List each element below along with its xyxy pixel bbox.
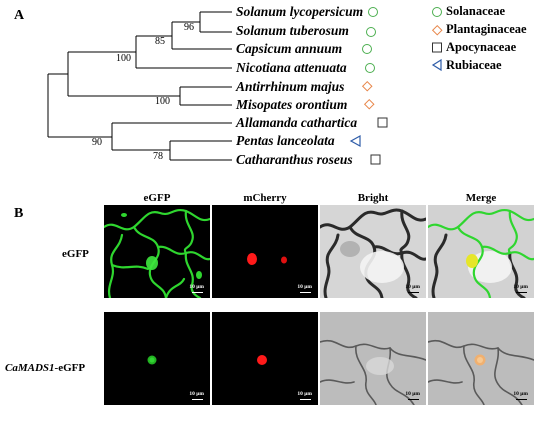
- scale-bar-label: 10 μm: [189, 284, 204, 290]
- taxon-label: Solanum tuberosum: [236, 23, 349, 38]
- plantaginaceae-diamond-icon: [361, 80, 373, 92]
- plantaginaceae-diamond-icon: [363, 98, 375, 110]
- bootstrap-value: 100: [116, 53, 131, 64]
- scale-bar: [192, 292, 203, 293]
- image-merge-camads1: 10 μm: [428, 312, 534, 405]
- panel-b-label: B: [14, 206, 24, 221]
- scale-bar: [192, 399, 203, 400]
- taxon-label: Misopates orontium: [236, 97, 348, 112]
- legend-label: Apocynaceae: [446, 40, 517, 54]
- solanaceae-circle-icon: [366, 27, 376, 37]
- image-bright-control: 10 μm: [320, 205, 426, 298]
- row-label-egfp: eGFP: [62, 248, 89, 260]
- column-header-egfp: eGFP: [143, 192, 171, 204]
- legend-label: Plantaginaceae: [446, 22, 527, 36]
- legend-label: Solanaceae: [446, 4, 506, 18]
- column-header-mcherry: mCherry: [243, 192, 287, 204]
- image-merge-control: 10 μm: [428, 205, 534, 298]
- taxon-label: Capsicum annuum: [236, 41, 343, 56]
- row-label-camads1-egfp: CaMADS1-eGFP: [5, 362, 86, 374]
- image-mcherry-control: 10 μm: [212, 205, 318, 298]
- solanaceae-circle-icon: [365, 63, 375, 73]
- scale-bar: [300, 292, 311, 293]
- scale-bar-label: 10 μm: [189, 391, 204, 397]
- taxon-label: Allamanda cathartica: [236, 115, 358, 130]
- image-mcherry-camads1: 10 μm: [212, 312, 318, 405]
- taxon-label: Nicotiana attenuata: [236, 60, 347, 75]
- scale-bar-label: 10 μm: [513, 391, 528, 397]
- legend-diamond-icon: [431, 24, 443, 36]
- tree-branches: [47, 11, 232, 161]
- apocynaceae-square-icon: [377, 117, 388, 128]
- image-egfp-camads1: 10 μm: [104, 312, 210, 405]
- bootstrap-value: 96: [184, 22, 194, 33]
- scale-bar: [516, 399, 527, 400]
- legend-label: Rubiaceae: [446, 58, 502, 72]
- scale-bar-label: 10 μm: [405, 284, 420, 290]
- family-legend: Solanaceae Plantaginaceae Apocynaceae Ru…: [430, 4, 550, 76]
- scale-bar: [408, 399, 419, 400]
- scale-bar-label: 10 μm: [405, 391, 420, 397]
- scale-bar-label: 10 μm: [513, 284, 528, 290]
- image-bright-camads1: 10 μm: [320, 312, 426, 405]
- scale-bar-label: 10 μm: [297, 391, 312, 397]
- legend-circle-icon: [432, 7, 442, 17]
- gene-name: CaMADS1: [5, 362, 55, 374]
- taxon-label: Solanum lycopersicum: [236, 4, 364, 19]
- panel-a-label: A: [14, 8, 25, 23]
- scale-bar-label: 10 μm: [297, 284, 312, 290]
- scale-bar: [408, 292, 419, 293]
- legend-triangle-icon: [431, 58, 442, 72]
- bootstrap-value: 78: [153, 151, 163, 162]
- apocynaceae-square-icon: [370, 154, 381, 165]
- column-header-merge: Merge: [465, 192, 497, 204]
- rubiaceae-triangle-icon: [349, 134, 361, 148]
- taxon-label: Catharanthus roseus: [236, 152, 353, 167]
- scale-bar: [300, 399, 311, 400]
- taxon-markers: [349, 7, 388, 165]
- column-header-bright: Bright: [357, 192, 389, 204]
- bootstrap-value: 85: [155, 36, 165, 47]
- phylogenetic-tree: [47, 11, 232, 161]
- bootstrap-value: 90: [92, 137, 102, 148]
- bootstrap-value: 100: [155, 96, 170, 107]
- scale-bar: [516, 292, 527, 293]
- taxon-label: Antirrhinum majus: [236, 79, 345, 94]
- taxon-label: Pentas lanceolata: [236, 133, 335, 148]
- legend-square-icon: [432, 42, 442, 53]
- image-egfp-control: 10 μm: [104, 205, 210, 298]
- solanaceae-circle-icon: [368, 7, 378, 17]
- solanaceae-circle-icon: [362, 44, 372, 54]
